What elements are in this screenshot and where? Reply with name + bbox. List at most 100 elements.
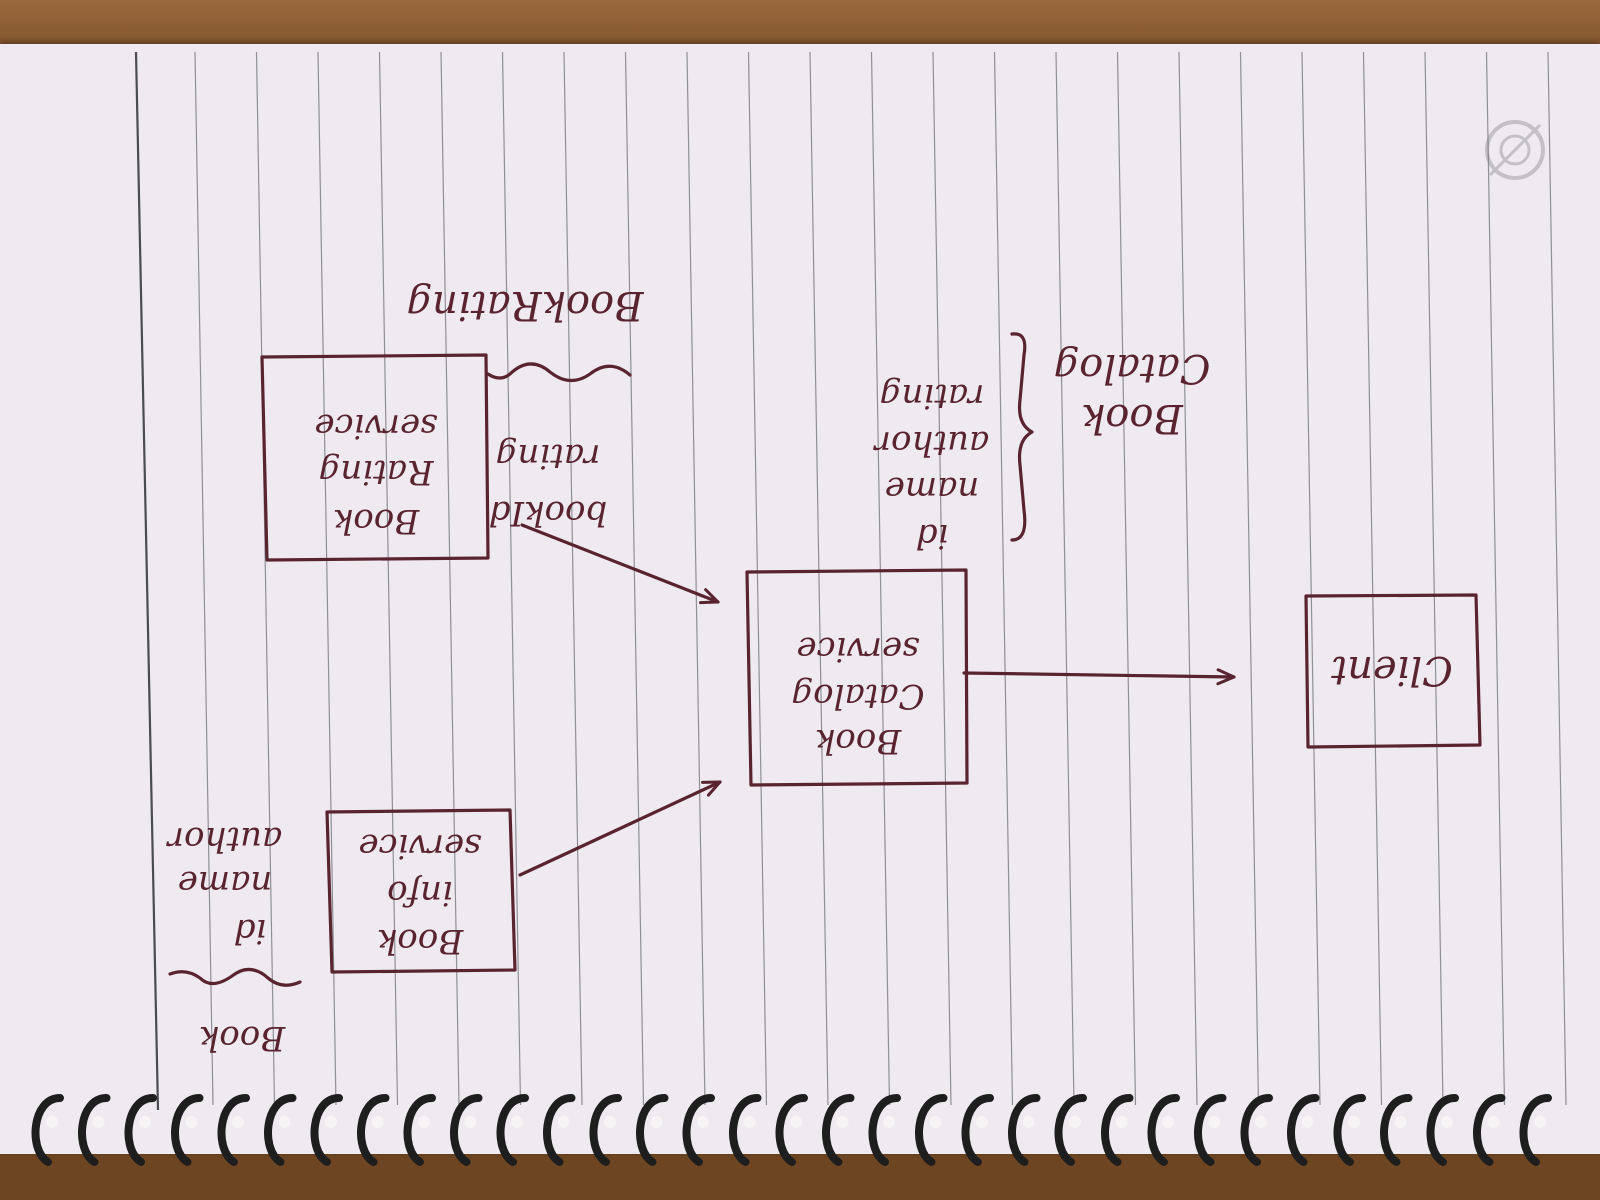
catalog-model-title-1: Book [1081, 395, 1184, 441]
spiral-ring [729, 1094, 762, 1166]
rating-service-title: Book [333, 501, 421, 541]
ruled-line [624, 51, 645, 1106]
margin-line [134, 51, 160, 1111]
binding-hole [1301, 1116, 1314, 1128]
spiral-ring [682, 1094, 715, 1166]
binding-hole [743, 1116, 756, 1128]
catalog-service-kind: service [796, 629, 919, 669]
spiral-ring [496, 1094, 529, 1166]
binding-hole [232, 1116, 244, 1128]
binding-hole [371, 1116, 384, 1128]
spiral-ring [1147, 1094, 1180, 1166]
binding-hole [1162, 1116, 1174, 1128]
binding-hole [139, 1116, 151, 1128]
catalog-field-rating: rating [880, 376, 985, 416]
client-label: Client [1330, 647, 1453, 693]
info-model-title: Book [199, 1018, 287, 1058]
binding-hole [1348, 1116, 1360, 1128]
spiral-ring [961, 1094, 994, 1166]
ruled-line [870, 51, 891, 1106]
catalog-model-brace [1010, 332, 1034, 542]
catalog-service-title: Book [815, 721, 903, 761]
client-node: Client [1304, 593, 1482, 749]
spiral-ring [171, 1094, 204, 1166]
binding-hole [697, 1116, 709, 1128]
catalog-field-id: id [916, 516, 949, 556]
spiral-ring [217, 1094, 250, 1166]
edge-info-to-catalog [518, 780, 722, 877]
info-service-name: info [387, 873, 453, 913]
binding-hole [929, 1116, 942, 1128]
spiral-ring [822, 1094, 855, 1166]
binding-hole [650, 1116, 663, 1128]
ruled-line [378, 51, 399, 1106]
notebook-page [0, 44, 1600, 1154]
ruled-line [1301, 51, 1321, 1106]
ruled-line [501, 51, 522, 1106]
ruled-line [993, 51, 1014, 1106]
ruled-line [317, 51, 337, 1106]
binding-hole [278, 1116, 291, 1128]
edge-rating-to-catalog [520, 523, 720, 605]
spiral-ring [589, 1094, 622, 1166]
ruled-line [194, 51, 214, 1106]
ruled-line [1547, 51, 1567, 1106]
rating-service-name: Rating [319, 452, 435, 492]
paper-logo-watermark [1485, 120, 1545, 180]
binding-hole [1115, 1116, 1128, 1128]
binding-hole [836, 1116, 849, 1128]
ruled-line [1055, 51, 1075, 1106]
spiral-ring [310, 1094, 343, 1166]
binding-hole [92, 1116, 105, 1128]
rating-model-wavy-brace [486, 362, 632, 383]
spiral-ring [1240, 1094, 1273, 1166]
info-service-title: Book [377, 921, 465, 961]
rating-model-annotation: BookRating bookId rating [407, 282, 645, 533]
catalog-service-node: Book Catalog service [745, 568, 969, 787]
info-field-name: name [178, 863, 273, 903]
spiral-ring [31, 1094, 64, 1166]
ruled-line [1239, 51, 1260, 1106]
catalog-service-name: Catalog [791, 676, 924, 716]
spiral-ring [450, 1094, 483, 1166]
binding-hole [1069, 1116, 1081, 1128]
catalog-field-name: name [885, 469, 980, 509]
ruled-line [563, 51, 583, 1106]
rating-service-node: Book Rating service [260, 353, 490, 562]
diagram-content: Client Book Catalog service Book Rating … [166, 282, 1482, 1058]
binding-hole [976, 1116, 988, 1128]
binding-hole [511, 1116, 523, 1128]
spiral-ring [78, 1094, 111, 1166]
spiral-ring [915, 1094, 948, 1166]
binding-hole [1441, 1116, 1453, 1128]
binding-hole [1022, 1116, 1035, 1128]
ruled-line [255, 51, 276, 1106]
spiral-ring [264, 1094, 297, 1166]
rating-service-box [260, 353, 490, 562]
ruled-line [932, 51, 952, 1106]
info-model-annotation: Book id name author [166, 819, 302, 1058]
spiral-ring [1333, 1094, 1366, 1166]
info-service-kind: service [358, 826, 481, 866]
spiral-ring [1054, 1094, 1087, 1166]
ruled-line [809, 51, 829, 1106]
spiral-ring [1380, 1094, 1413, 1166]
spiral-ring [403, 1094, 436, 1166]
binding-hole [185, 1116, 198, 1128]
catalog-field-author: author [873, 423, 989, 463]
binding-hole [325, 1116, 337, 1128]
spiral-ring [124, 1094, 157, 1166]
binding-hole [1534, 1116, 1546, 1128]
spiral-ring [543, 1094, 576, 1166]
edge-catalog-to-client [962, 668, 1236, 686]
binding-hole [1487, 1116, 1500, 1128]
binding-hole [557, 1116, 570, 1128]
binding-hole [46, 1116, 58, 1128]
binding-hole [1255, 1116, 1267, 1128]
spiral-ring [1194, 1094, 1227, 1166]
spiral-ring [775, 1094, 808, 1166]
ruled-line [747, 51, 768, 1106]
binding-hole [790, 1116, 802, 1128]
ruled-line [1485, 51, 1506, 1106]
